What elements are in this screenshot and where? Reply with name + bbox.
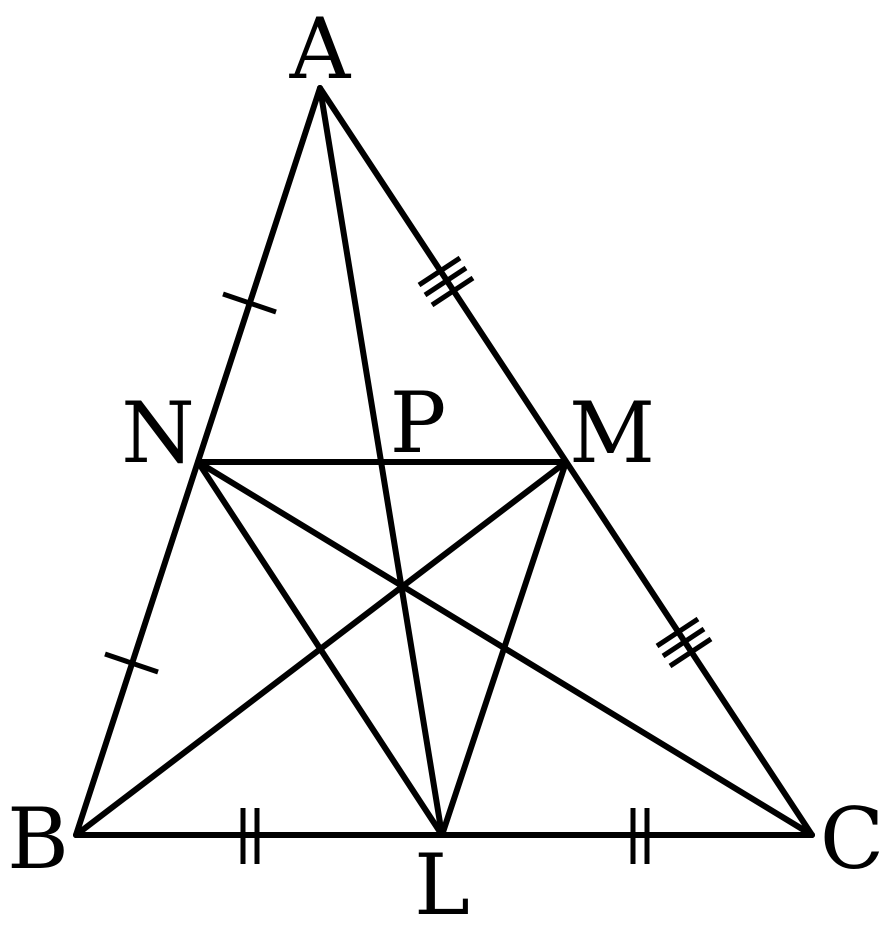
tick-am-1 <box>417 255 462 288</box>
label-a: A <box>289 0 352 98</box>
label-p: P <box>390 374 447 472</box>
tick-mc-1 <box>655 616 700 649</box>
tick-marks-double <box>240 808 650 864</box>
tick-an <box>222 291 277 315</box>
label-m: M <box>569 384 655 482</box>
tick-marks-single <box>104 291 277 675</box>
tick-am-2 <box>423 265 468 298</box>
segment-mb <box>73 459 569 838</box>
segment-nc <box>195 459 815 838</box>
tick-mc-3 <box>668 636 713 669</box>
tick-marks-triple <box>417 255 713 669</box>
tick-mc-2 <box>661 626 706 659</box>
tick-nb <box>104 651 159 675</box>
label-b: B <box>7 790 69 888</box>
tick-am-3 <box>430 275 475 308</box>
label-n: N <box>121 384 195 482</box>
label-c: C <box>820 790 884 888</box>
label-l: L <box>414 836 470 934</box>
